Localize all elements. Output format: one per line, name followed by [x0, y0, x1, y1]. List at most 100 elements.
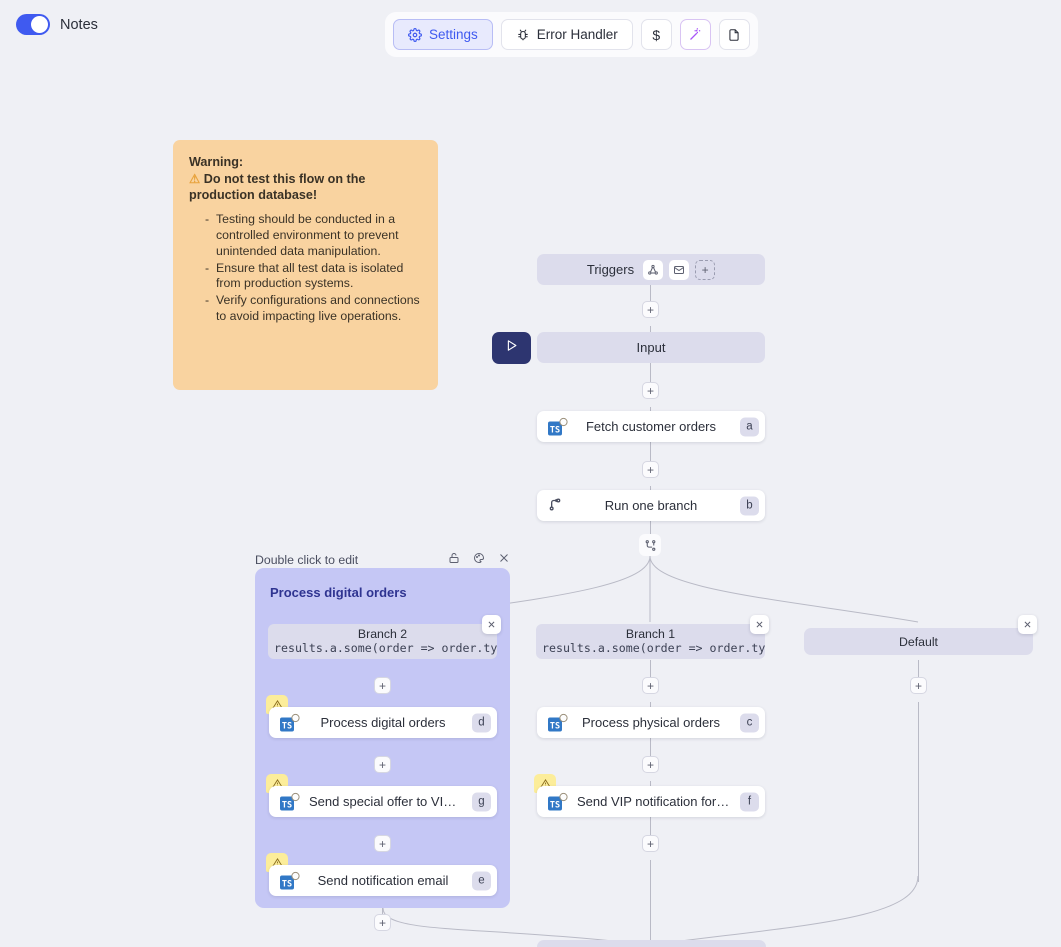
- note-heading: Warning:: [189, 155, 244, 169]
- list-item: Verify configurations and connections to…: [205, 293, 422, 324]
- note-subheading: Do not test this flow on the production …: [189, 172, 366, 203]
- group-edit-hint: Double click to edit: [255, 553, 359, 567]
- node-fetch-customer-orders[interactable]: TS Fetch customer orders a: [537, 411, 765, 442]
- node-label: Run one branch: [604, 498, 698, 513]
- typescript-icon: TS: [547, 792, 569, 811]
- add-node-button[interactable]: +: [642, 301, 659, 318]
- lock-icon[interactable]: [448, 551, 460, 569]
- branch-split-icon[interactable]: [639, 534, 661, 556]
- branch-condition-default[interactable]: Default: [804, 628, 1033, 655]
- edge-runbranch-split: [650, 521, 651, 545]
- webhook-icon[interactable]: [643, 259, 664, 280]
- typescript-icon: TS: [279, 713, 301, 732]
- list-item: Testing should be conducted in a control…: [205, 212, 422, 259]
- edge-plus-fetch: [650, 407, 651, 412]
- branch-title: Branch 1: [625, 626, 676, 641]
- note-bullet-list: Testing should be conducted in a control…: [205, 212, 422, 324]
- node-process-physical-orders[interactable]: TS Process physical orders c: [537, 707, 765, 738]
- triggers-label: Triggers: [586, 262, 635, 277]
- node-send-special-offer-vip-digital[interactable]: TS Send special offer to VIP digital c..…: [269, 786, 497, 817]
- settings-label: Settings: [429, 27, 478, 42]
- edge-trigger-plus: [650, 284, 651, 309]
- add-node-button[interactable]: +: [642, 756, 659, 773]
- node-label: Process digital orders: [320, 715, 446, 730]
- group-panel-process-digital-orders[interactable]: [255, 568, 510, 908]
- branch-node-icon: [547, 496, 569, 515]
- remove-branch-button[interactable]: [482, 615, 501, 634]
- cost-button[interactable]: $: [640, 19, 672, 50]
- add-node-button[interactable]: +: [374, 756, 391, 773]
- notes-toggle-group: Notes: [16, 14, 98, 35]
- edge-fetch-plus: [650, 442, 651, 469]
- error-handler-button[interactable]: Error Handler: [500, 19, 633, 50]
- document-button[interactable]: [718, 19, 750, 50]
- add-trigger-button[interactable]: +: [695, 259, 716, 280]
- error-handler-label: Error Handler: [536, 27, 618, 42]
- group-title: Process digital orders: [270, 585, 407, 600]
- branch-condition-branch-2[interactable]: Branch 2 results.a.some(order => order.t…: [268, 624, 497, 659]
- warning-note[interactable]: Warning: ⚠ Do not test this flow on the …: [173, 140, 438, 390]
- magic-wand-icon: [688, 27, 703, 42]
- node-send-vip-notification-physical[interactable]: TS Send VIP notification for physical...…: [537, 786, 765, 817]
- add-node-button[interactable]: +: [910, 677, 927, 694]
- svg-text:TS: TS: [282, 879, 292, 889]
- branch-condition-branch-1[interactable]: Branch 1 results.a.some(order => order.t…: [536, 624, 765, 659]
- input-node[interactable]: Input: [537, 332, 765, 363]
- add-node-button[interactable]: +: [642, 461, 659, 478]
- notes-label: Notes: [60, 16, 98, 33]
- typescript-icon: TS: [279, 792, 301, 811]
- add-node-button[interactable]: +: [374, 677, 391, 694]
- dollar-icon: $: [652, 26, 661, 43]
- edge-default-plus: [918, 660, 919, 685]
- svg-text:TS: TS: [550, 425, 560, 435]
- typescript-icon: TS: [279, 871, 301, 890]
- merge-node-partial[interactable]: [537, 940, 766, 947]
- palette-icon[interactable]: [473, 551, 485, 569]
- svg-text:TS: TS: [282, 800, 292, 810]
- edge-physical-plus: [650, 738, 651, 764]
- top-toolbar: Notes Settings Erro: [0, 0, 1061, 62]
- add-node-button[interactable]: +: [374, 835, 391, 852]
- remove-branch-button[interactable]: [750, 615, 769, 634]
- branch-condition-text: results.a.some(order => order.type: [542, 640, 765, 655]
- mail-icon[interactable]: [669, 259, 690, 280]
- edge-plus-physical: [650, 702, 651, 707]
- node-label: Process physical orders: [582, 715, 720, 730]
- note-subheading-row: ⚠ Do not test this flow on the productio…: [189, 171, 422, 203]
- node-badge: g: [472, 792, 491, 811]
- triggers-node[interactable]: Triggers +: [537, 254, 765, 285]
- node-send-notification-email[interactable]: TS Send notification email e: [269, 865, 497, 896]
- edge-plus-vipphysical: [650, 781, 651, 786]
- add-node-button[interactable]: +: [642, 382, 659, 399]
- edge-input-plus: [650, 363, 651, 390]
- node-label: Send VIP notification for physical...: [577, 794, 731, 809]
- branch-condition-text: results.a.some(order => order.type: [274, 640, 497, 655]
- toggle-knob: [31, 16, 48, 33]
- add-node-button[interactable]: +: [642, 677, 659, 694]
- toolbar-group: Settings Error Handler $: [385, 12, 758, 57]
- run-workflow-button[interactable]: [492, 332, 531, 364]
- close-icon[interactable]: [498, 551, 510, 569]
- node-label: Fetch customer orders: [585, 419, 717, 434]
- svg-text:TS: TS: [550, 800, 560, 810]
- bug-icon: [516, 28, 530, 42]
- add-node-button[interactable]: +: [374, 914, 391, 931]
- settings-button[interactable]: Settings: [393, 19, 493, 50]
- play-icon: [504, 338, 519, 358]
- node-badge: d: [472, 713, 491, 732]
- document-icon: [727, 28, 741, 42]
- node-run-one-branch[interactable]: Run one branch b: [537, 490, 765, 521]
- node-badge: b: [740, 496, 759, 515]
- remove-branch-button[interactable]: [1018, 615, 1037, 634]
- group-header: Double click to edit: [255, 552, 510, 568]
- edge-plus-runbranch: [650, 486, 651, 491]
- node-badge: c: [740, 713, 759, 732]
- node-label: Send special offer to VIP digital c...: [309, 794, 463, 809]
- node-process-digital-orders[interactable]: TS Process digital orders d: [269, 707, 497, 738]
- magic-wand-button[interactable]: [679, 19, 711, 50]
- branch-title: Branch 2: [357, 626, 408, 641]
- notes-toggle[interactable]: [16, 14, 50, 35]
- add-node-button[interactable]: +: [642, 835, 659, 852]
